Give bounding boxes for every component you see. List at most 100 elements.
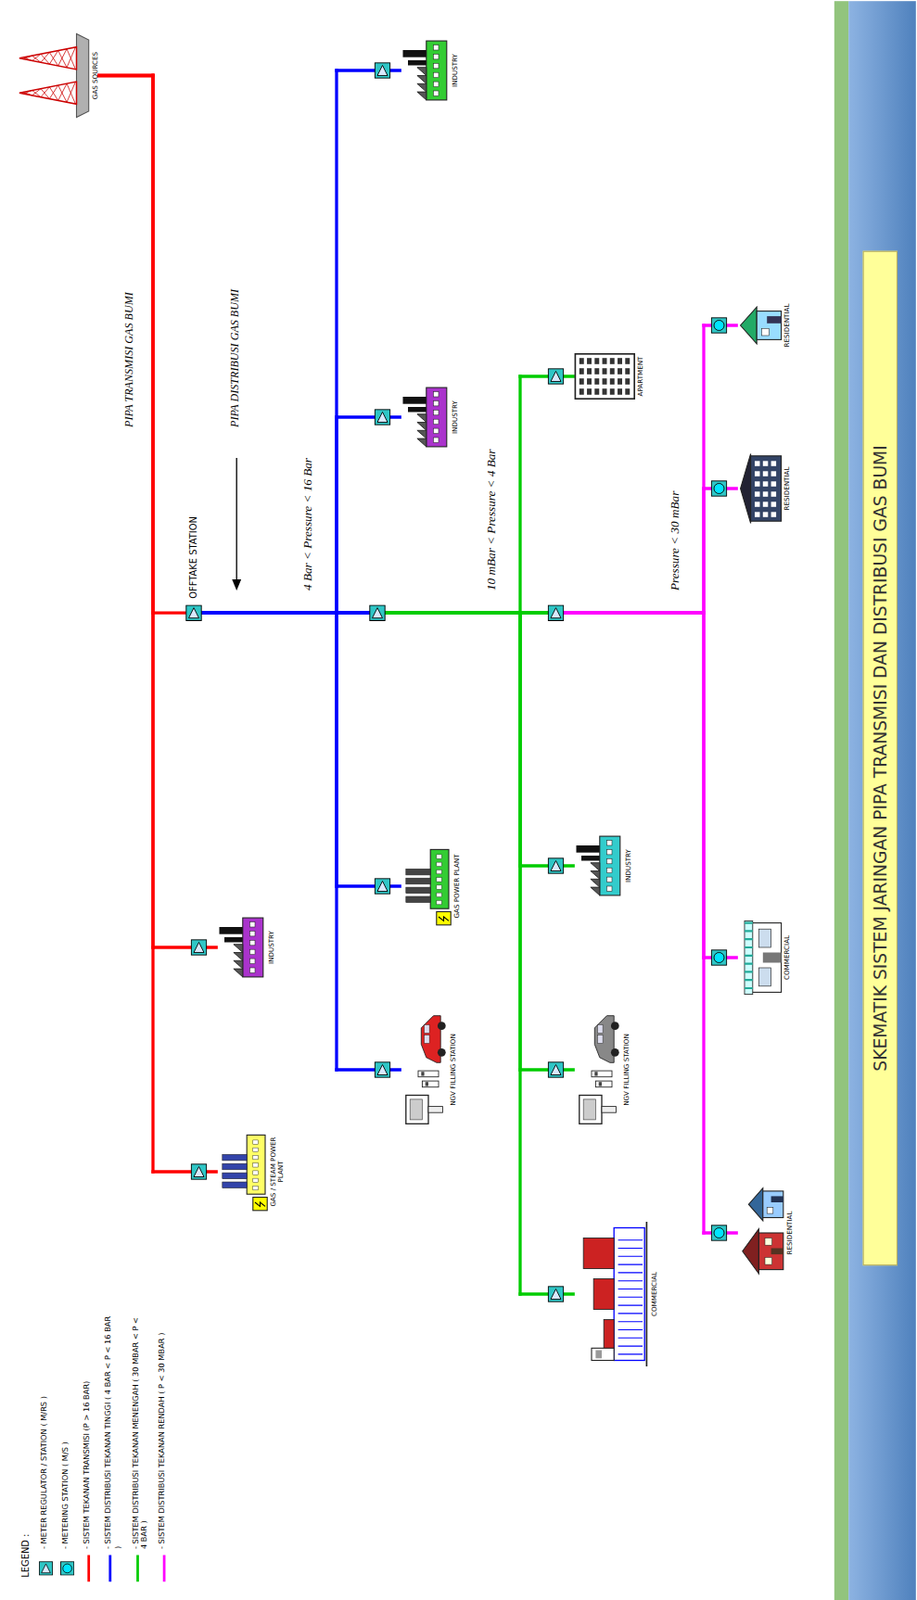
drawing-part — [250, 922, 256, 929]
drawing-part — [618, 1239, 643, 1241]
legend-row: - SISTEM DISTRIBUSI TEKANAN MENENGAH ( 3… — [129, 1257, 150, 1584]
drawing-part — [436, 854, 443, 859]
drawing-part — [99, 74, 153, 77]
arrow-head — [231, 579, 242, 591]
drawing-part — [771, 1248, 784, 1256]
drawing-part — [763, 953, 782, 964]
drawing-part — [744, 979, 753, 981]
drawing-part — [518, 612, 522, 867]
drawing-part — [136, 1555, 140, 1583]
drawing-part — [579, 378, 585, 385]
drawing-part — [518, 612, 522, 1070]
legend-sample — [129, 1553, 144, 1584]
gas-pipe — [203, 612, 574, 1070]
icon — [399, 1014, 449, 1127]
drawing-part — [203, 611, 378, 615]
drawing-part — [151, 75, 154, 948]
drawing-part — [377, 611, 557, 615]
drawing-part — [601, 1107, 616, 1114]
legend-row: - SISTEM DISTRIBUSI TEKANAN RENDAH ( P <… — [156, 1257, 171, 1584]
drawing-part — [744, 962, 753, 965]
legend-row: - METER REGULATOR / STATION ( M/RS ) — [38, 1257, 53, 1584]
node-label: INDUSTRY — [624, 827, 633, 905]
drawing-part — [409, 1099, 422, 1121]
consumer-node: COMMERCIAL — [573, 1216, 660, 1372]
consumer-node: INDUSTRY — [216, 908, 276, 987]
gas-pipe — [203, 376, 574, 613]
drawing-part — [744, 929, 753, 932]
meter-regulator — [547, 858, 564, 875]
title-banner: SKEMATIK SISTEM JARINGAN PIPA TRANSMISI … — [863, 251, 898, 1267]
drawing-part — [764, 1257, 773, 1265]
drawing-part — [579, 1095, 602, 1125]
node-label: INDUSTRY — [451, 378, 459, 457]
drawing-part — [607, 849, 613, 855]
drawing-part — [222, 1154, 247, 1161]
drawing-part — [763, 491, 769, 497]
legend-text: - METER REGULATOR / STATION ( M/RS ) — [38, 1396, 50, 1550]
drawing-part — [518, 376, 522, 613]
drawing-part — [624, 378, 630, 385]
gas-pipe — [203, 612, 400, 887]
drawing-part — [433, 72, 440, 78]
drawing-part — [58, 50, 67, 68]
drawing-part — [586, 388, 592, 395]
drawing-part — [763, 1191, 784, 1219]
drawing-part — [751, 456, 782, 522]
icon — [399, 845, 453, 928]
drawing-part — [594, 378, 599, 385]
drawing-part — [556, 611, 705, 615]
node-label: GAS SOURCES — [91, 24, 100, 127]
drawing-part — [425, 1082, 429, 1086]
drawing-part — [744, 938, 753, 941]
drawing-part — [595, 1081, 612, 1088]
drawing-part — [602, 368, 608, 375]
icon — [573, 1218, 651, 1372]
drawing-part — [66, 47, 76, 68]
drawing-part — [49, 51, 58, 66]
drawing-part — [433, 81, 440, 88]
drawing-part — [574, 354, 635, 399]
drawing-part — [744, 921, 753, 924]
drawing-part — [49, 85, 58, 100]
drawing-part — [598, 1025, 604, 1034]
drawing-part — [32, 55, 41, 63]
drawing-part — [253, 1155, 259, 1159]
drawing-part — [754, 491, 761, 497]
drawing-part — [586, 357, 592, 365]
drawing-part — [766, 316, 781, 324]
drawing-part — [420, 1016, 441, 1064]
drawing-part — [771, 501, 777, 508]
consumer-node: GAS POWER PLANT — [399, 843, 462, 930]
drawing-part — [426, 387, 447, 447]
drawing-part — [602, 357, 608, 365]
drawing-part — [203, 611, 378, 615]
drawing-part — [242, 917, 264, 978]
consumer-node: INDUSTRY — [399, 378, 459, 457]
drawing-part — [581, 855, 600, 862]
drawing-part — [433, 53, 440, 60]
drawing-part — [250, 949, 256, 956]
drawing-part — [436, 912, 451, 926]
drawing-part — [701, 612, 705, 1234]
drawing-part — [433, 400, 440, 407]
metering-station — [711, 950, 727, 967]
drawing-part — [618, 1256, 643, 1258]
drawing-part — [433, 63, 440, 69]
drawing-part — [518, 612, 522, 1295]
drawing-part — [754, 481, 761, 487]
drawing-part — [403, 50, 427, 58]
drawing-part — [250, 958, 256, 965]
drawing-part — [701, 325, 705, 613]
drawing-part — [40, 87, 50, 98]
drawing-part — [586, 368, 592, 375]
drawing-part — [591, 1070, 612, 1078]
drawing-part — [40, 89, 50, 100]
gas-pipe — [203, 70, 400, 613]
drawing-part — [771, 1196, 784, 1203]
drawing-part — [377, 611, 557, 615]
meter-regulator — [547, 369, 564, 385]
legend-text: - SISTEM DISTRIBUSI TEKANAN MENENGAH ( 3… — [129, 1314, 150, 1550]
meter-regulator — [547, 1062, 564, 1079]
